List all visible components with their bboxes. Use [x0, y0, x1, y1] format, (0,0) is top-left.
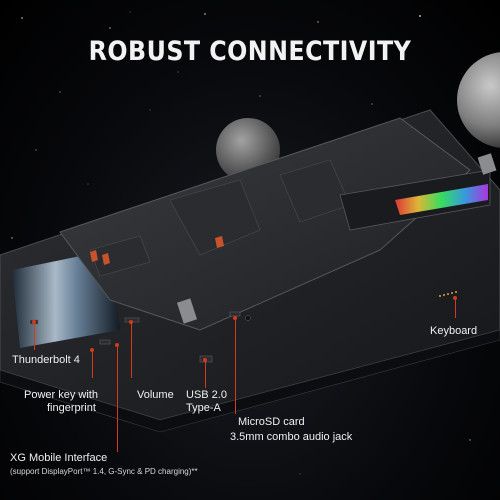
leader-keyboard: [455, 298, 456, 318]
headline: ROBUST CONNECTIVITY: [88, 36, 412, 67]
leader-thunderbolt: [34, 322, 35, 350]
leader-microsd: [235, 318, 236, 414]
label-audio-jack: 3.5mm combo audio jack: [230, 431, 353, 443]
label-microsd: MicroSD card: [238, 416, 305, 428]
dot-usb: [203, 358, 207, 362]
label-xg-mobile-note: (support DisplayPort™ 1.4, G-Sync & PD c…: [10, 467, 198, 476]
kickstand: [59, 117, 471, 331]
moon-large: [457, 52, 500, 148]
dot-keyboard: [453, 296, 457, 300]
label-power-key-line2: fingerprint: [47, 402, 96, 414]
dot-xg-mobile: [115, 343, 119, 347]
leader-power-key: [92, 350, 93, 378]
dot-volume: [129, 320, 133, 324]
label-usb-line1: USB 2.0: [186, 389, 227, 401]
leader-volume: [131, 322, 132, 378]
label-xg-mobile: XG Mobile Interface: [10, 452, 108, 464]
label-power-key-line1: Power key with: [24, 389, 98, 401]
label-keyboard: Keyboard: [430, 325, 478, 337]
label-volume: Volume: [137, 389, 174, 401]
label-thunderbolt: Thunderbolt 4: [12, 354, 80, 366]
tablet-edge: [0, 329, 500, 433]
dot-thunderbolt: [32, 320, 36, 324]
leader-usb: [205, 360, 206, 388]
leader-xg-mobile: [117, 345, 118, 452]
label-usb-line2: Type-A: [186, 402, 221, 414]
dot-power-key: [90, 348, 94, 352]
dot-microsd: [233, 316, 237, 320]
